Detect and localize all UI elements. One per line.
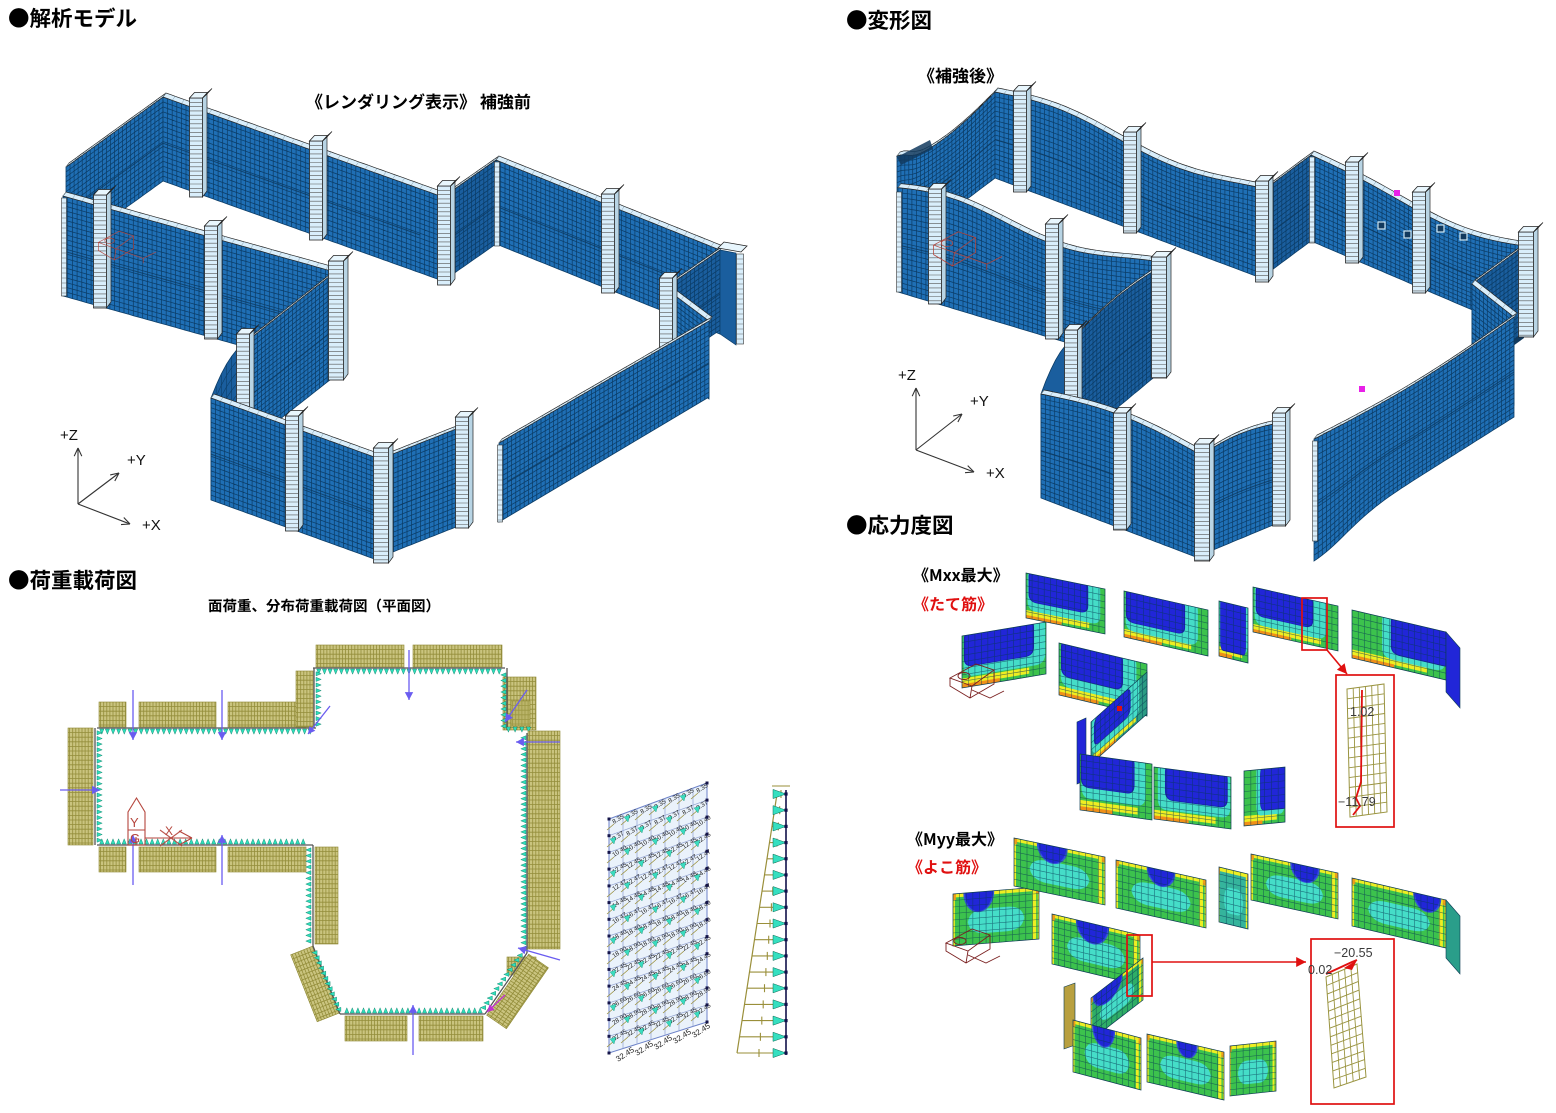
svg-text:Y: Y	[130, 815, 139, 830]
svg-text:+X: +X	[986, 465, 1005, 482]
svg-text:X: X	[165, 824, 173, 838]
svg-text:+Z: +Z	[898, 367, 916, 384]
svg-text:−11.79: −11.79	[1338, 795, 1376, 809]
svg-text:+Y: +Y	[970, 393, 989, 410]
svg-text:+X: +X	[142, 517, 161, 534]
svg-text:G: G	[130, 831, 140, 846]
svg-text:+Y: +Y	[127, 452, 146, 469]
svg-text:−20.55: −20.55	[1334, 946, 1373, 960]
svg-text:+Z: +Z	[60, 427, 78, 444]
svg-text:0.02: 0.02	[1308, 963, 1332, 977]
svg-text:1.02: 1.02	[1350, 705, 1374, 719]
